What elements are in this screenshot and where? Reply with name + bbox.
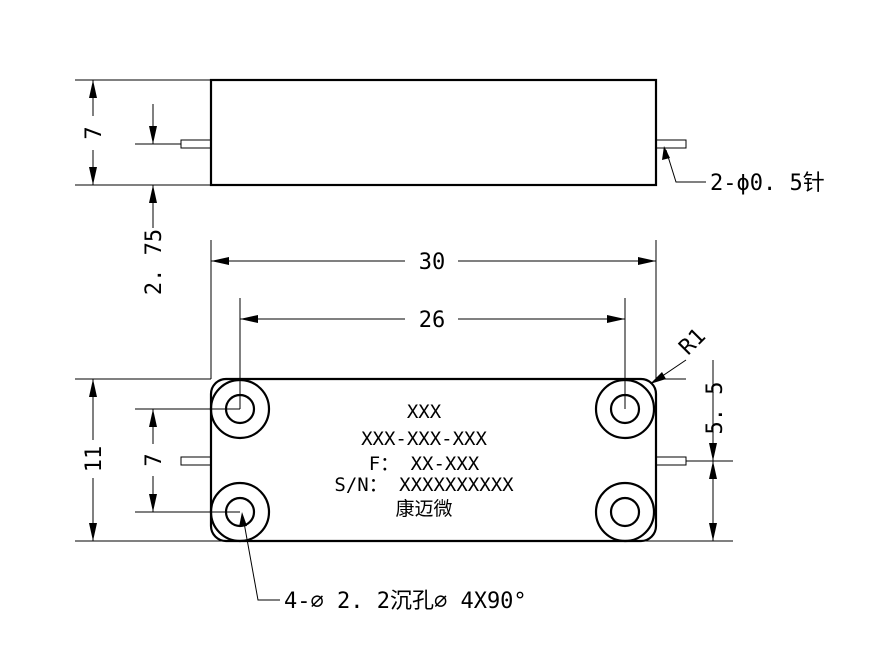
marking-line-3: F： XX-XXX — [369, 453, 480, 475]
hole-callout: 4-∅ 2. 2沉孔∅ 4X90° — [239, 512, 527, 614]
dimension-overall-length: 30 — [211, 250, 656, 275]
dimension-pin-offset: 2. 75 — [142, 104, 167, 295]
left-pin-top — [180, 456, 212, 466]
hole-spacing-label: 26 — [419, 308, 446, 333]
marking-line-1: XXX — [407, 401, 442, 423]
dimension-pin-position-right: 5. 5 — [703, 360, 728, 541]
dimension-hole-vertical: 7 — [142, 409, 167, 512]
hole-callout-label: 4-∅ 2. 2沉孔∅ 4X90° — [284, 589, 527, 614]
hole-vertical-label: 7 — [142, 453, 167, 466]
side-view: 7 2. 75 2-ϕ0. 5针 — [75, 78, 825, 295]
pin-position-right-label: 5. 5 — [703, 382, 728, 435]
pin-callout: 2-ϕ0. 5针 — [662, 146, 825, 196]
marking-line-5: 康迈微 — [395, 498, 452, 520]
dimension-side-height: 7 — [82, 80, 107, 185]
overall-width-label: 11 — [82, 446, 107, 473]
mounting-hole — [594, 481, 656, 543]
corner-radius-callout: R1 — [650, 324, 711, 384]
side-view-body — [209, 78, 658, 187]
pin-callout-label: 2-ϕ0. 5针 — [710, 171, 825, 196]
right-pin-top — [655, 456, 687, 466]
corner-radius-label: R1 — [675, 324, 711, 360]
pin-offset-label: 2. 75 — [142, 229, 167, 295]
marking-line-4: S/N： XXXXXXXXXX — [334, 474, 514, 496]
overall-length-label: 30 — [419, 250, 446, 275]
side-height-label: 7 — [82, 126, 107, 139]
left-pin — [180, 139, 212, 149]
marking-line-2: XXX-XXX-XXX — [361, 428, 487, 450]
dimension-hole-spacing: 26 — [240, 308, 625, 333]
dimension-overall-width: 11 — [82, 379, 107, 541]
right-pin — [655, 139, 687, 149]
top-view: XXX XXX-XXX-XXX F： XX-XXX S/N： XXXXXXXXX… — [75, 240, 733, 614]
body-marking: XXX XXX-XXX-XXX F： XX-XXX S/N： XXXXXXXXX… — [334, 401, 514, 520]
